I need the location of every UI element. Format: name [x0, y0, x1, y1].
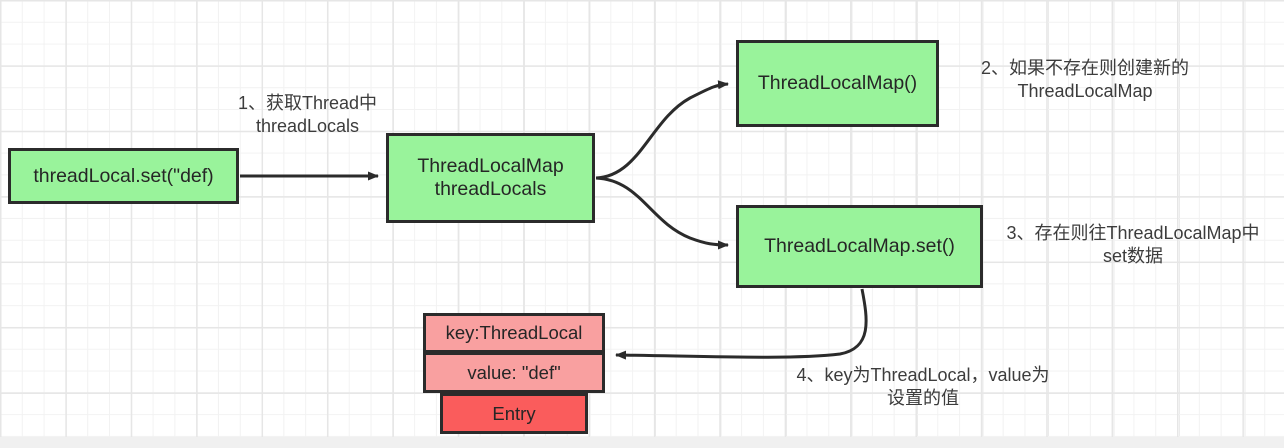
edge-label-step-1: 1、获取Thread中 threadLocals [237, 93, 378, 137]
node-entry-key[interactable]: key:ThreadLocal [423, 313, 605, 353]
edge-label-step-4: 4、key为ThreadLocal，value为 设置的值 [796, 365, 1050, 409]
node-threadlocalmap-constructor[interactable]: ThreadLocalMap() [736, 40, 939, 127]
edge-threadlocals-to-new [595, 80, 729, 180]
node-entry-value[interactable]: value: "def" [423, 352, 605, 393]
footer-band [0, 437, 1284, 448]
edge-label-step-2: 2、如果不存在则创建新的 ThreadLocalMap [980, 58, 1189, 102]
edge-threadlocals-to-set [595, 176, 729, 250]
node-entry-title[interactable]: Entry [440, 393, 588, 434]
node-threadlocalmap-set[interactable]: ThreadLocalMap.set() [736, 205, 983, 288]
edge-label-step-3: 3、存在则往ThreadLocalMap中 set数据 [1006, 223, 1260, 267]
node-threadlocal-set[interactable]: threadLocal.set("def) [8, 148, 239, 204]
node-threadlocalmap-threadlocals[interactable]: ThreadLocalMap threadLocals [386, 133, 595, 223]
edge-set-to-entry [615, 288, 868, 360]
